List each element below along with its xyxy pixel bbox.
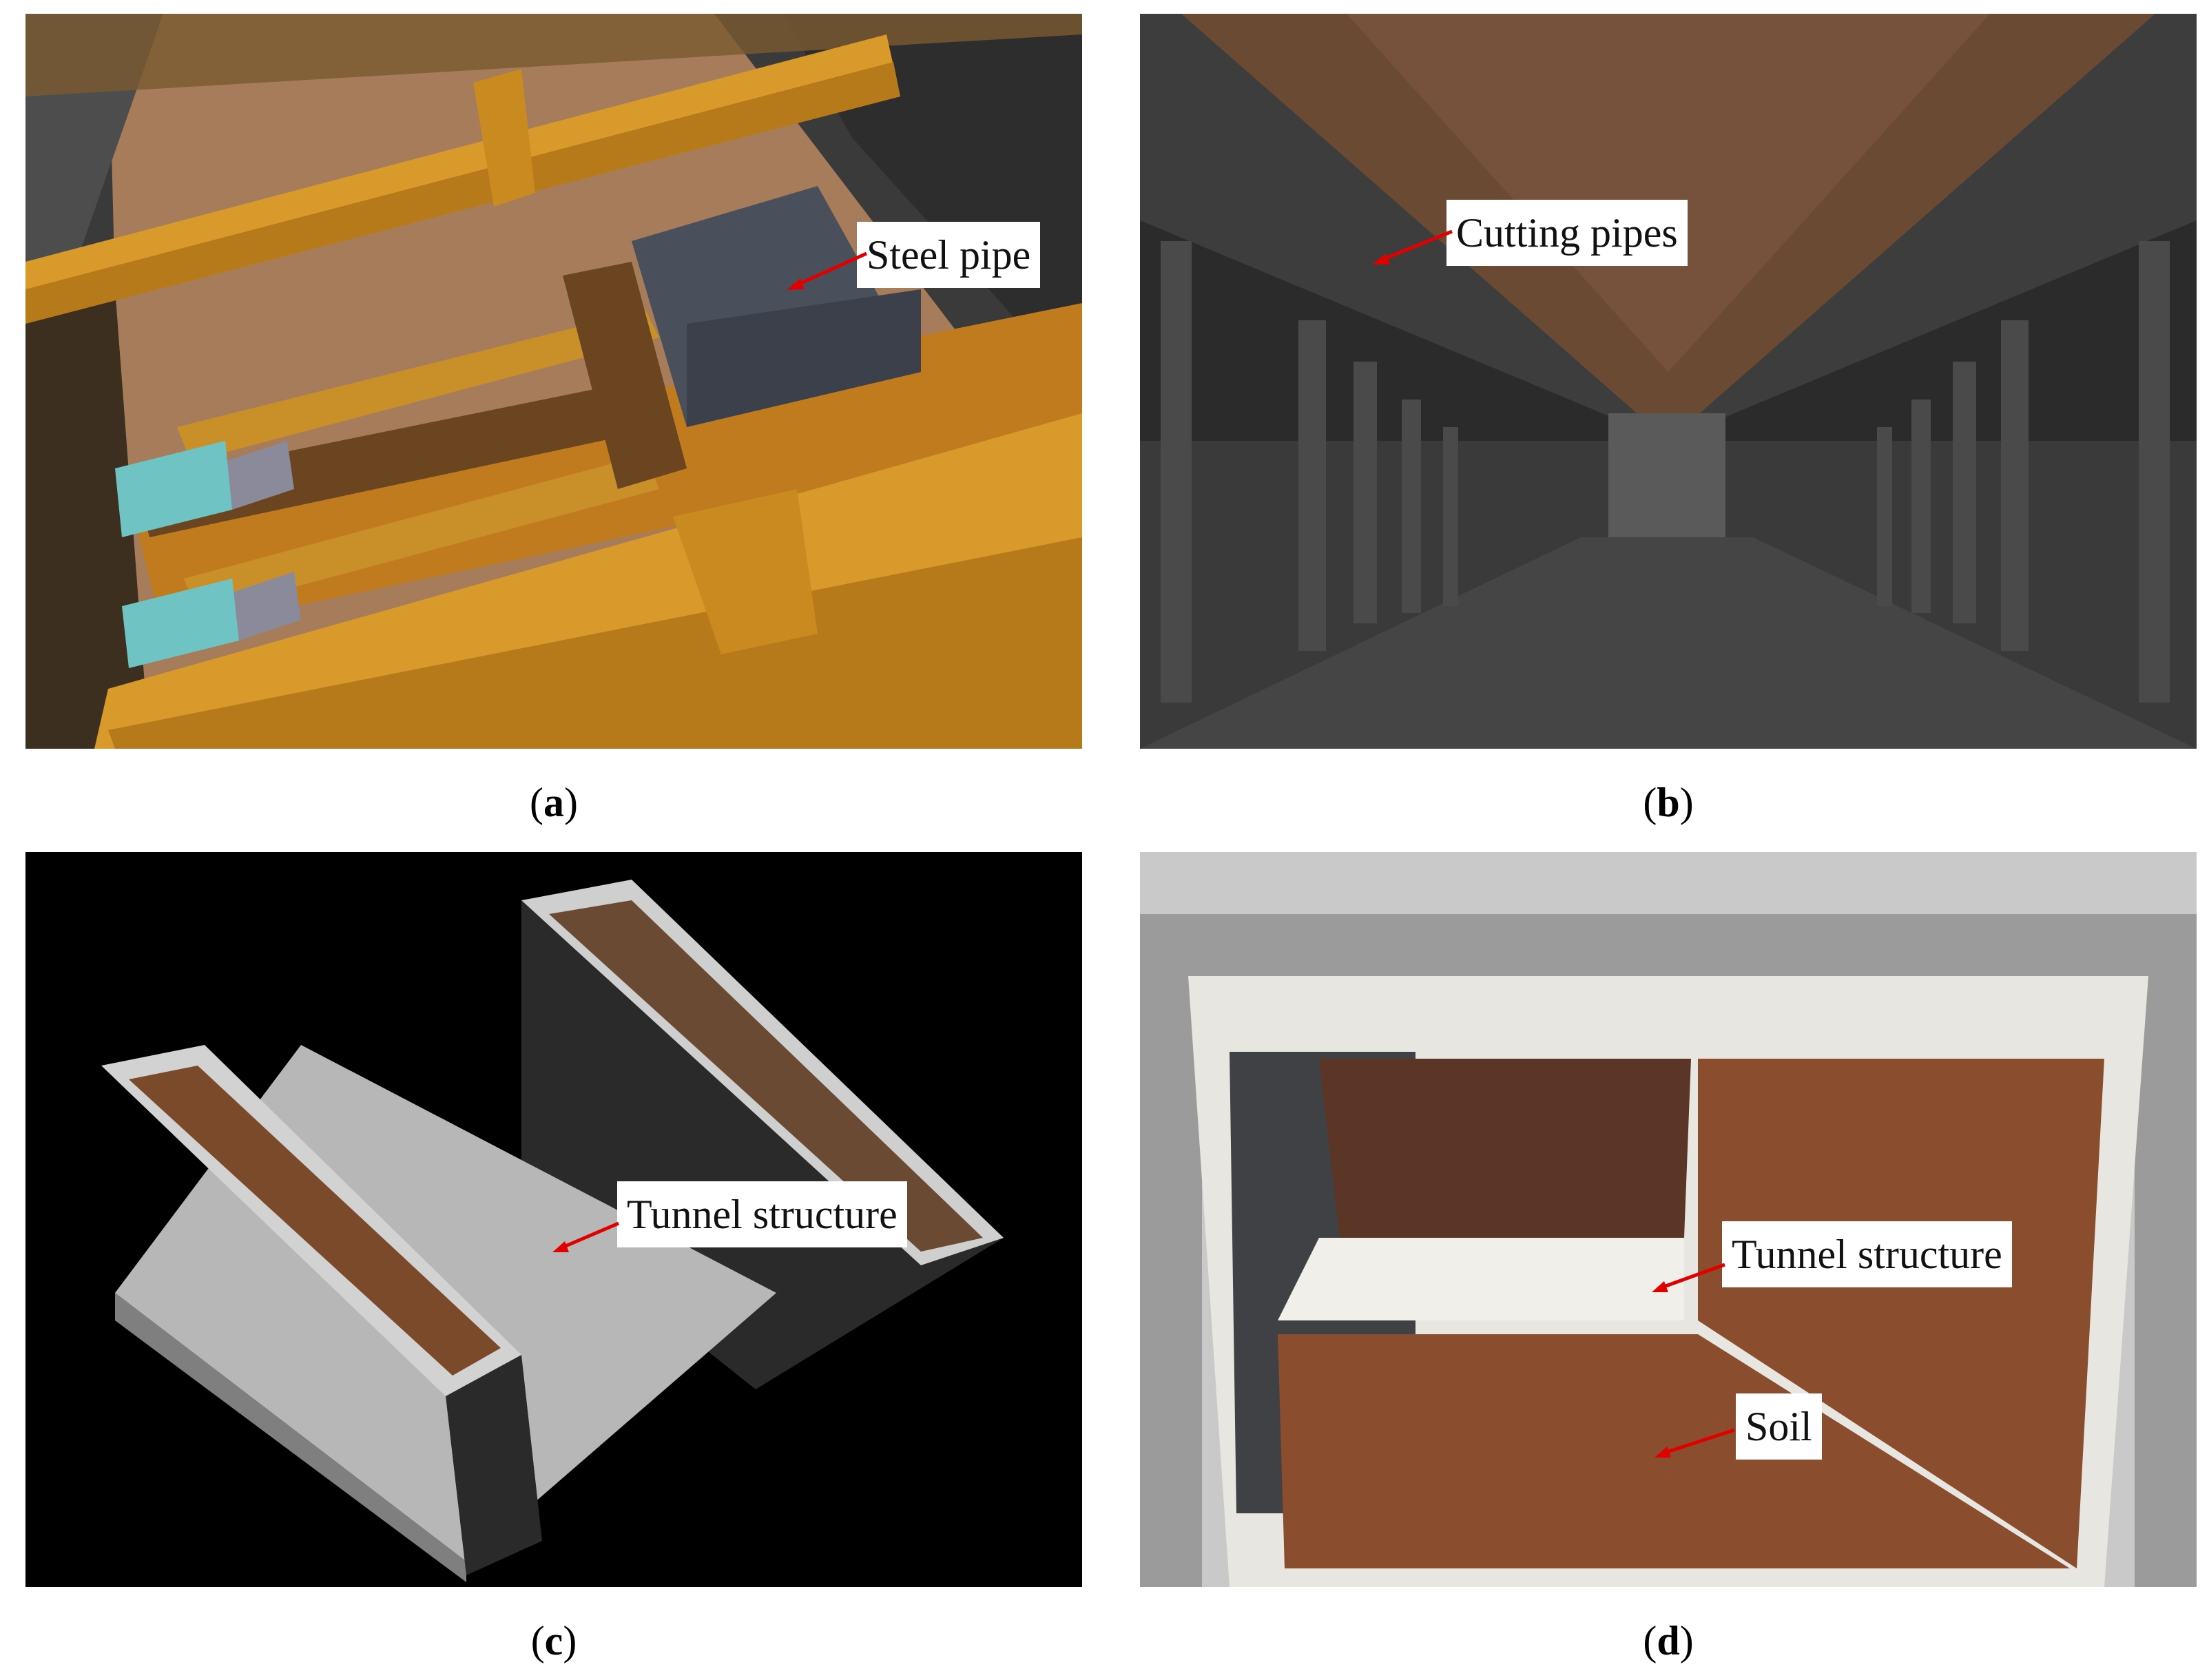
caption-c: (c) xyxy=(530,1618,577,1663)
caption-d: (d) xyxy=(1643,1618,1694,1663)
tunnel-structure-label-c: Tunnel structure xyxy=(617,1181,907,1247)
tunnel-structure-label-d: Tunnel structure xyxy=(1722,1221,2012,1287)
steel-pipe-label: Steel pipe xyxy=(857,222,1041,288)
panel-c-image xyxy=(25,852,1082,1587)
caption-a: (a) xyxy=(530,780,578,825)
soil-label: Soil xyxy=(1736,1393,1822,1460)
panel-b-image xyxy=(1140,14,2197,749)
panel-d-image xyxy=(1140,852,2197,1587)
tunnel-structure-arrow-d xyxy=(1652,1263,1725,1292)
steel-pipe-arrow xyxy=(787,251,868,290)
caption-b: (b) xyxy=(1643,780,1694,825)
cutting-pipes-label: Cutting pipes xyxy=(1446,200,1688,266)
cutting-pipes-arrow xyxy=(1372,229,1453,265)
tunnel-structure-arrow-c xyxy=(552,1221,619,1252)
panel-a-image xyxy=(25,14,1082,749)
soil-arrow xyxy=(1655,1428,1735,1458)
